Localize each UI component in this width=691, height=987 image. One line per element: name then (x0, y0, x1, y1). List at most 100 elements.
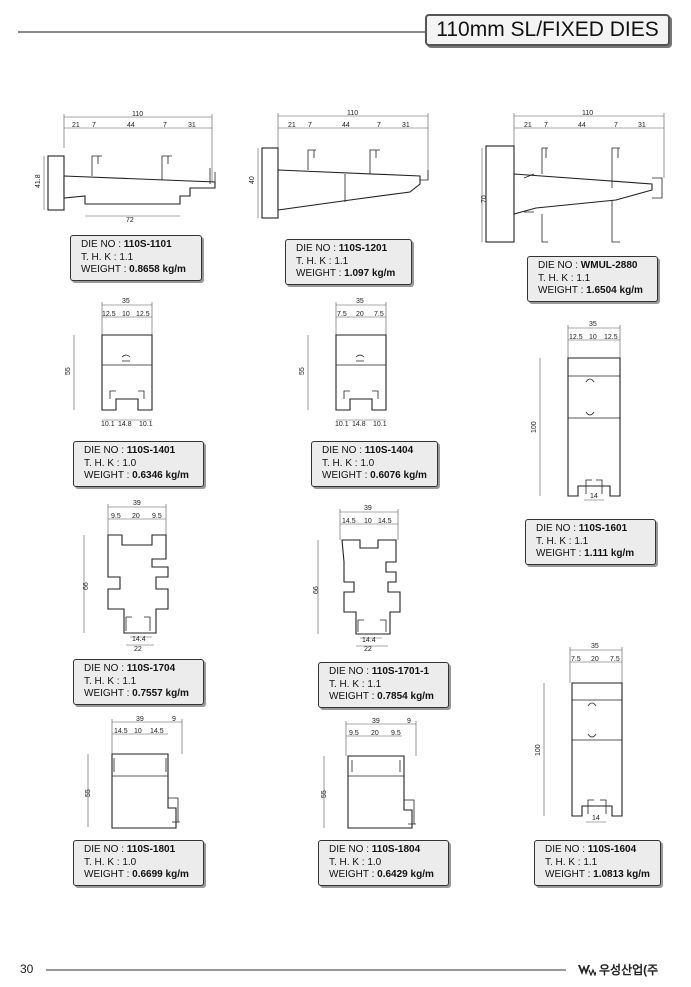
svg-text:7.5: 7.5 (374, 311, 384, 318)
die-info-110s-1404: DIE NO : 110S-1404 T. H. K : 1.0 WEIGHT … (311, 441, 438, 487)
svg-text:55: 55 (321, 790, 328, 798)
svg-text:44: 44 (578, 122, 586, 129)
die-drawing-110s-1604: 35 7.5 20 7.5 100 14 (530, 638, 640, 828)
svg-text:44: 44 (342, 122, 350, 129)
svg-text:12.5: 12.5 (136, 311, 150, 318)
svg-text:14.5: 14.5 (114, 728, 128, 735)
svg-text:9.5: 9.5 (152, 513, 162, 520)
svg-text:7.5: 7.5 (337, 311, 347, 318)
svg-text:31: 31 (638, 122, 646, 129)
die-drawing-110s-1201: 110 21 7 44 7 31 40 (249, 110, 440, 220)
svg-text:14.5: 14.5 (378, 518, 392, 525)
svg-text:10.1: 10.1 (139, 421, 153, 428)
die-drawing-110s-1801: 39 9 14.5 10 14.5 55 (74, 712, 194, 837)
svg-text:14: 14 (590, 493, 598, 500)
page-number: 30 (20, 962, 34, 976)
die-info-110s-1701-1: DIE NO : 110S-1701-1 T. H. K : 1.1 WEIGH… (318, 662, 449, 708)
svg-text:100: 100 (535, 744, 542, 756)
svg-text:9.5: 9.5 (349, 730, 359, 737)
die-info-110s-1704: DIE NO : 110S-1704 T. H. K : 1.1 WEIGHT … (73, 659, 204, 705)
svg-text:39: 39 (372, 718, 380, 725)
svg-text:66: 66 (313, 586, 320, 594)
footer-rule (46, 969, 566, 971)
svg-text:10: 10 (134, 728, 142, 735)
svg-text:12.5: 12.5 (102, 311, 116, 318)
die-drawing-110s-1401: 35 12.5 10 12.5 55 10.1 14.8 10.1 (60, 295, 170, 430)
svg-text:14: 14 (592, 815, 600, 822)
svg-text:10: 10 (122, 311, 130, 318)
svg-text:100: 100 (531, 421, 538, 433)
svg-text:7: 7 (377, 122, 381, 129)
svg-text:14.5: 14.5 (342, 518, 356, 525)
header-rule (18, 31, 430, 33)
svg-text:14.4: 14.4 (132, 636, 146, 643)
svg-text:9.5: 9.5 (111, 513, 121, 520)
svg-text:72: 72 (126, 217, 134, 224)
svg-text:7: 7 (308, 122, 312, 129)
svg-text:55: 55 (65, 367, 72, 375)
svg-text:55: 55 (85, 789, 92, 797)
svg-text:10.1: 10.1 (373, 421, 387, 428)
svg-text:110: 110 (132, 111, 143, 118)
svg-text:21: 21 (288, 122, 296, 129)
svg-text:14.5: 14.5 (150, 728, 164, 735)
die-info-110s-1801: DIE NO : 110S-1801 T. H. K : 1.0 WEIGHT … (73, 840, 204, 886)
svg-text:7: 7 (163, 122, 167, 129)
svg-text:39: 39 (364, 505, 372, 512)
svg-text:20: 20 (371, 730, 379, 737)
brand-name: 우성산업(주 (599, 963, 659, 977)
svg-text:12.5: 12.5 (604, 334, 618, 341)
svg-text:70: 70 (481, 195, 488, 203)
die-drawing-110s-1804: 39 9 9.5 20 9.5 55 (310, 714, 430, 839)
die-info-110s-1201: DIE NO : 110S-1201 T. H. K : 1.1 WEIGHT … (285, 239, 412, 285)
svg-text:20: 20 (356, 311, 364, 318)
die-drawing-110s-1701-1: 39 14.5 10 14.5 66 14.4 22 (300, 500, 410, 655)
svg-text:10: 10 (589, 334, 597, 341)
svg-text:7.5: 7.5 (571, 656, 581, 663)
svg-text:55: 55 (299, 367, 306, 375)
die-info-110s-1601: DIE NO : 110S-1601 T. H. K : 1.1 WEIGHT … (525, 519, 656, 565)
svg-text:10: 10 (364, 518, 372, 525)
die-drawing-wmul-2880: 110 21 7 44 7 31 70 (476, 108, 676, 248)
svg-text:20: 20 (591, 656, 599, 663)
svg-text:35: 35 (122, 298, 130, 305)
svg-text:9: 9 (172, 716, 176, 723)
svg-text:21: 21 (72, 122, 80, 129)
die-drawing-110s-1704: 39 9.5 20 9.5 66 14.4 22 (70, 495, 180, 655)
svg-text:7: 7 (614, 122, 618, 129)
svg-text:35: 35 (591, 643, 599, 650)
svg-text:12.5: 12.5 (569, 334, 583, 341)
svg-text:10.1: 10.1 (335, 421, 349, 428)
svg-text:66: 66 (83, 582, 90, 590)
die-info-110s-1101: DIE NO : 110S-1101 T. H. K : 1.1 WEIGHT … (70, 235, 202, 281)
svg-text:35: 35 (356, 298, 364, 305)
svg-text:44: 44 (127, 122, 135, 129)
brand: 우성산업(주 (578, 961, 658, 978)
die-drawing-110s-1404: 35 7.5 20 7.5 55 10.1 14.8 10.1 (290, 295, 400, 430)
die-info-110s-1604: DIE NO : 110S-1604 T. H. K : 1.1 WEIGHT … (534, 840, 661, 886)
die-info-wmul-2880: DIE NO : WMUL-2880 T. H. K : 1.1 WEIGHT … (527, 256, 658, 302)
svg-text:7.5: 7.5 (610, 656, 620, 663)
svg-text:39: 39 (133, 500, 141, 507)
svg-text:31: 31 (402, 122, 410, 129)
svg-text:39: 39 (136, 716, 144, 723)
svg-text:14.4: 14.4 (362, 637, 376, 644)
svg-text:31: 31 (188, 122, 196, 129)
svg-text:7: 7 (92, 122, 96, 129)
die-drawing-110s-1601: 35 12.5 10 12.5 100 14 (526, 318, 636, 503)
svg-text:110: 110 (347, 110, 358, 117)
svg-text:22: 22 (134, 646, 142, 653)
svg-text:20: 20 (132, 513, 140, 520)
svg-text:35: 35 (589, 321, 597, 328)
svg-text:9.5: 9.5 (391, 730, 401, 737)
svg-text:41.8: 41.8 (35, 174, 42, 188)
svg-text:7: 7 (544, 122, 548, 129)
svg-text:22: 22 (364, 646, 372, 653)
svg-text:10.1: 10.1 (101, 421, 115, 428)
die-drawing-110s-1101: 110 21 7 44 7 31 41.8 72 (30, 108, 230, 226)
page-title: 110mm SL/FIXED DIES (425, 14, 670, 46)
svg-text:40: 40 (249, 176, 256, 184)
svg-text:14.8: 14.8 (118, 421, 132, 428)
die-info-110s-1804: DIE NO : 110S-1804 T. H. K : 1.0 WEIGHT … (318, 840, 449, 886)
svg-text:14.8: 14.8 (352, 421, 366, 428)
